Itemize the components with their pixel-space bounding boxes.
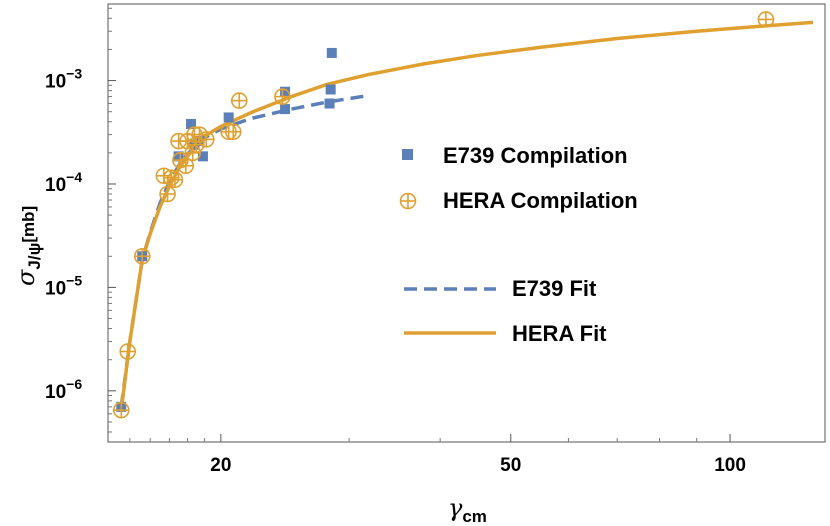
y-tick-label: 10−4 <box>45 169 82 196</box>
legend-marker-hera-compilation <box>399 192 417 210</box>
y-axis-label: σJ/ψ[mb] <box>12 206 44 286</box>
hera-data-point <box>197 131 215 148</box>
hera-data-point <box>119 343 137 360</box>
y-tick-label: 10−5 <box>45 272 82 299</box>
hera-data-point <box>230 92 248 109</box>
plot-frame <box>107 3 826 443</box>
hera-data-point <box>166 171 184 189</box>
x-axis-ticks: 20 50 100 <box>129 434 746 476</box>
legend-label-e739-compilation: E739 Compilation <box>443 143 628 168</box>
e739-data-point <box>326 47 337 58</box>
y-axis-ticks: 10−6 10−5 10−4 10−3 <box>45 7 116 433</box>
legend-label-e739-fit: E739 Fit <box>512 276 597 301</box>
y-tick-label: 10−6 <box>45 376 82 403</box>
x-tick-label: 20 <box>210 455 231 476</box>
x-tick-label: 100 <box>714 455 746 476</box>
e739-data-point <box>325 84 336 95</box>
legend-label-hera-compilation: HERA Compilation <box>443 188 638 213</box>
hera-data-point <box>184 144 202 162</box>
legend: E739 Compilation HERA Compilation E739 F… <box>399 143 638 346</box>
e739-data-point <box>280 104 291 115</box>
hera-data-point <box>112 401 130 419</box>
hera-data-point <box>177 157 195 175</box>
e739-data-point <box>223 112 234 123</box>
e739-data-point <box>324 98 335 109</box>
e739-data-point <box>186 119 197 130</box>
e739-data-point <box>173 151 184 162</box>
hera-data-point <box>757 11 775 28</box>
hera-data-point <box>159 185 176 203</box>
y-tick-label: 10−3 <box>45 66 82 93</box>
e739-data-point <box>280 86 291 97</box>
x-axis-label: γcm <box>448 494 487 526</box>
x-tick-label: 50 <box>500 455 521 476</box>
hera-data-point <box>224 123 242 141</box>
e739-data-point <box>197 151 208 162</box>
legend-marker-e739-compilation <box>402 149 413 160</box>
data-points <box>112 11 775 419</box>
hera-fit-line <box>119 20 814 411</box>
fit-lines <box>119 20 814 411</box>
legend-label-hera-fit: HERA Fit <box>512 321 607 346</box>
hera-data-point <box>133 247 151 265</box>
e739-fit-line <box>119 93 370 408</box>
hera-data-point <box>274 88 291 105</box>
